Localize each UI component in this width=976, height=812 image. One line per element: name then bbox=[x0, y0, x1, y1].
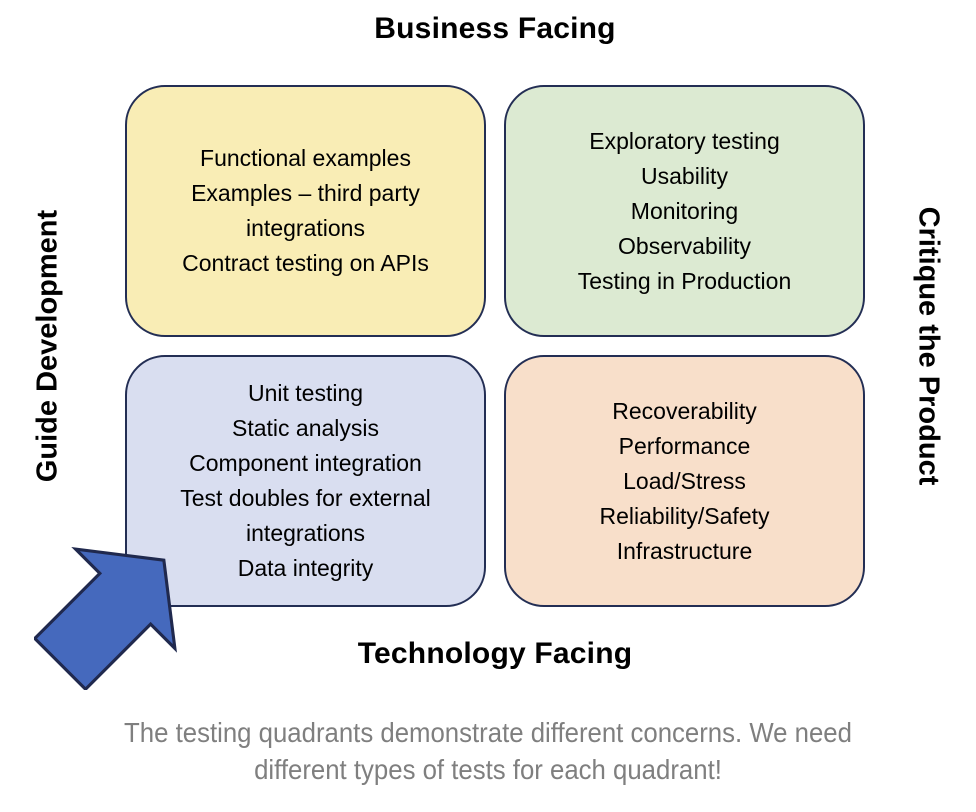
northeast-arrow-icon bbox=[32, 534, 190, 692]
quadrant-line: Exploratory testing bbox=[589, 127, 780, 154]
quadrant-line: Data integrity bbox=[237, 555, 374, 581]
quadrant-line: Usability bbox=[641, 162, 728, 189]
quadrant-line: Contract testing on APIs bbox=[182, 250, 429, 276]
quadrant-line: Testing in Production bbox=[577, 267, 792, 294]
axis-label-guide-development: Guide Development bbox=[31, 209, 64, 483]
axis-label-technology-facing: Technology Facing bbox=[357, 637, 633, 670]
quadrant-line: Recoverability bbox=[612, 397, 757, 424]
quadrant-line: Test doubles for external bbox=[180, 485, 431, 511]
quadrant-line: integrations bbox=[246, 215, 365, 241]
axis-label-business-facing: Business Facing bbox=[374, 12, 616, 45]
quadrant-line: Component integration bbox=[189, 450, 422, 476]
quadrant-line: Functional examples bbox=[200, 145, 411, 171]
caption-text: The testing quadrants demonstrate differ… bbox=[124, 717, 852, 785]
quadrant-line: Load/Stress bbox=[623, 467, 746, 494]
quadrant-line: integrations bbox=[246, 520, 365, 546]
caption-container: The testing quadrants demonstrate differ… bbox=[0, 714, 976, 788]
quadrant-line: Performance bbox=[618, 432, 751, 459]
northeast-arrow-svg bbox=[32, 547, 177, 692]
quadrant-line: Static analysis bbox=[231, 415, 379, 441]
quadrant-line: Examples – third party bbox=[191, 180, 420, 206]
quadrant-line: Infrastructure bbox=[616, 537, 753, 564]
quadrant-line: Unit testing bbox=[247, 380, 364, 406]
northeast-arrow-shape bbox=[32, 547, 177, 692]
quadrant-line: Reliability/Safety bbox=[599, 502, 770, 529]
quadrant-line: Observability bbox=[618, 232, 751, 259]
quadrant-line: Monitoring bbox=[630, 197, 739, 224]
axis-label-critique-the-product: Critique the Product bbox=[912, 206, 945, 486]
